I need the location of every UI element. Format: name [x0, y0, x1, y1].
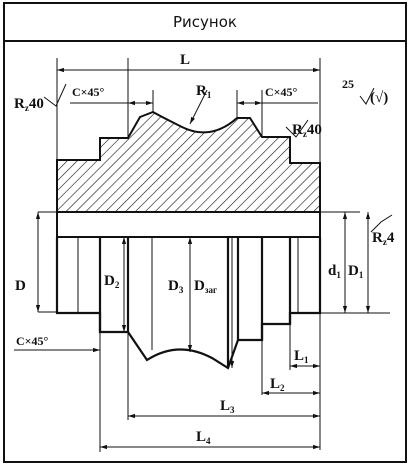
dim-L3: L3 — [220, 398, 235, 415]
dim-d1: d1 — [328, 263, 341, 280]
roughness-general-mark: (√) — [370, 90, 388, 106]
dim-L2: L2 — [270, 376, 285, 393]
inner-lines — [77, 237, 299, 368]
roughness-marks — [43, 83, 393, 233]
roughness-left: Rz40 — [14, 96, 44, 113]
dim-L4: L4 — [196, 429, 211, 446]
dim-L1: L1 — [294, 348, 309, 365]
dim-D: D — [15, 278, 26, 294]
hatched-section — [56, 110, 321, 213]
dim-D1: D1 — [348, 263, 364, 280]
dim-D2: D2 — [104, 273, 120, 290]
chamfer-top-left: C×45° — [72, 85, 105, 99]
dim-Dzag: Dзаг — [194, 278, 217, 295]
chamfer-bottom: C×45° — [16, 334, 49, 348]
dimension-lines — [14, 67, 371, 450]
chamfer-top-right: C×45° — [265, 85, 298, 99]
dim-D3: D3 — [168, 278, 184, 295]
lower-outline — [55, 237, 322, 370]
roughness-general-value: 25 — [342, 77, 354, 91]
bore-band — [56, 211, 321, 238]
dim-R1: R1 — [196, 83, 212, 100]
roughness-right: Rz40 — [292, 122, 322, 139]
dim-L: L — [180, 52, 190, 68]
header-title: Рисунок — [5, 4, 405, 42]
extension-lines — [38, 58, 390, 452]
roughness-bore: Rz4 — [372, 230, 395, 247]
